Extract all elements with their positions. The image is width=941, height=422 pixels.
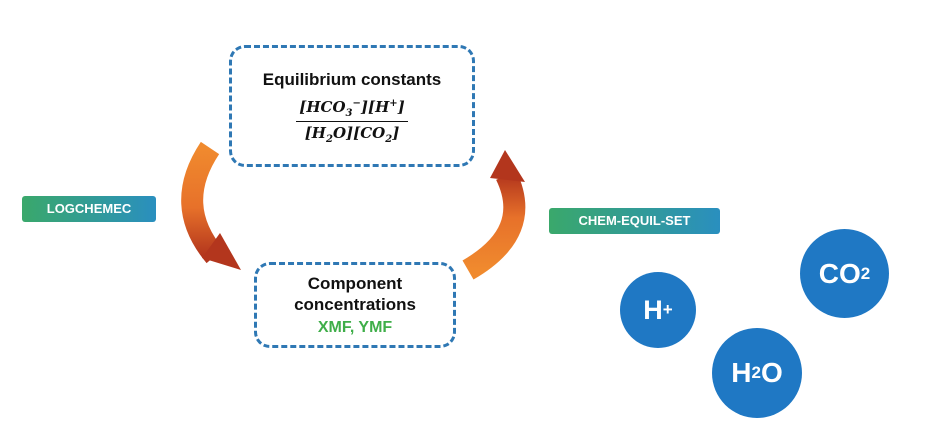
component-vars: XMF, YMF bbox=[317, 319, 393, 336]
equilibrium-constants-title: Equilibrium constants bbox=[262, 70, 442, 89]
right-arrow bbox=[462, 150, 526, 280]
fraction-denominator: [H2O][CO2] bbox=[304, 124, 400, 145]
fraction-numerator: [HCO3−][H+] bbox=[296, 98, 408, 122]
component-concentrations-title: Component concentrations bbox=[294, 274, 416, 314]
logchemec-badge: LOGCHEMEC bbox=[22, 196, 156, 222]
chem-equil-set-badge: CHEM-EQUIL-SET bbox=[549, 208, 720, 234]
equilibrium-fraction: [HCO3−][H+] [H2O][CO2] bbox=[296, 98, 408, 145]
component-concentrations-box: Component concentrations XMF, YMF bbox=[254, 262, 456, 348]
left-arrow bbox=[181, 141, 241, 270]
equilibrium-constants-box: Equilibrium constants [HCO3−][H+] [H2O][… bbox=[229, 45, 475, 167]
h-plus-circle: H+ bbox=[620, 272, 696, 348]
